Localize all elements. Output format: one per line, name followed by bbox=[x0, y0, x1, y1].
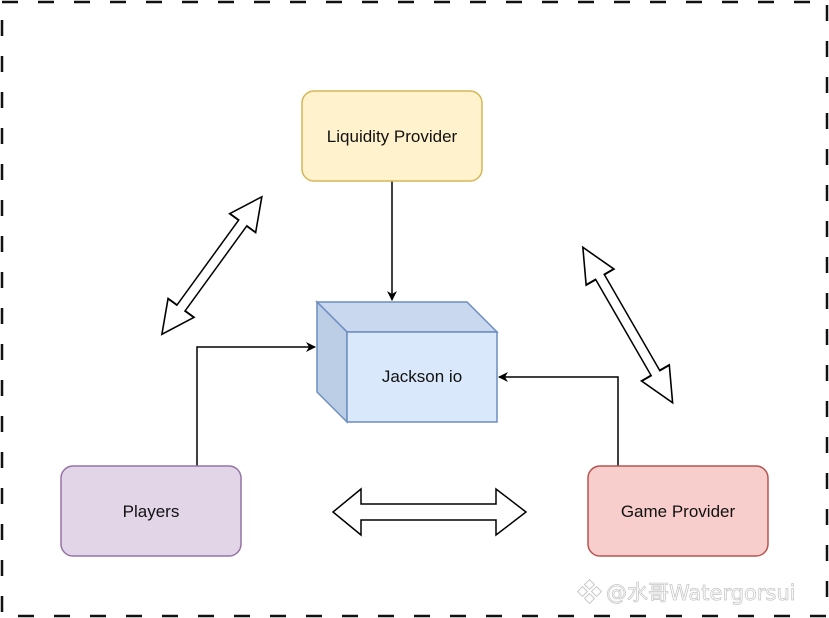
watermark-text: @水哥Watergorsui bbox=[606, 581, 796, 605]
node-game-provider[interactable]: Game Provider bbox=[587, 465, 769, 557]
node-jackson-io[interactable]: Jackson io bbox=[315, 300, 499, 424]
node-label: Jackson io bbox=[382, 367, 462, 386]
node-label: Players bbox=[123, 502, 180, 521]
double-arrow-liquidity-game[interactable] bbox=[569, 239, 686, 410]
node-liquidity-provider[interactable]: Liquidity Provider bbox=[301, 90, 483, 182]
edge-players-to-jackson[interactable] bbox=[196, 342, 316, 466]
node-players[interactable]: Players bbox=[60, 465, 242, 557]
node-label: Game Provider bbox=[621, 502, 736, 521]
logo-diamond-icon bbox=[576, 578, 603, 605]
edge-game-to-jackson[interactable] bbox=[498, 372, 619, 466]
double-arrow-players-liquidity[interactable] bbox=[149, 187, 275, 343]
node-label: Liquidity Provider bbox=[327, 127, 458, 146]
double-arrow-players-game[interactable] bbox=[331, 487, 528, 537]
watermark: @水哥Watergorsui bbox=[576, 578, 796, 605]
